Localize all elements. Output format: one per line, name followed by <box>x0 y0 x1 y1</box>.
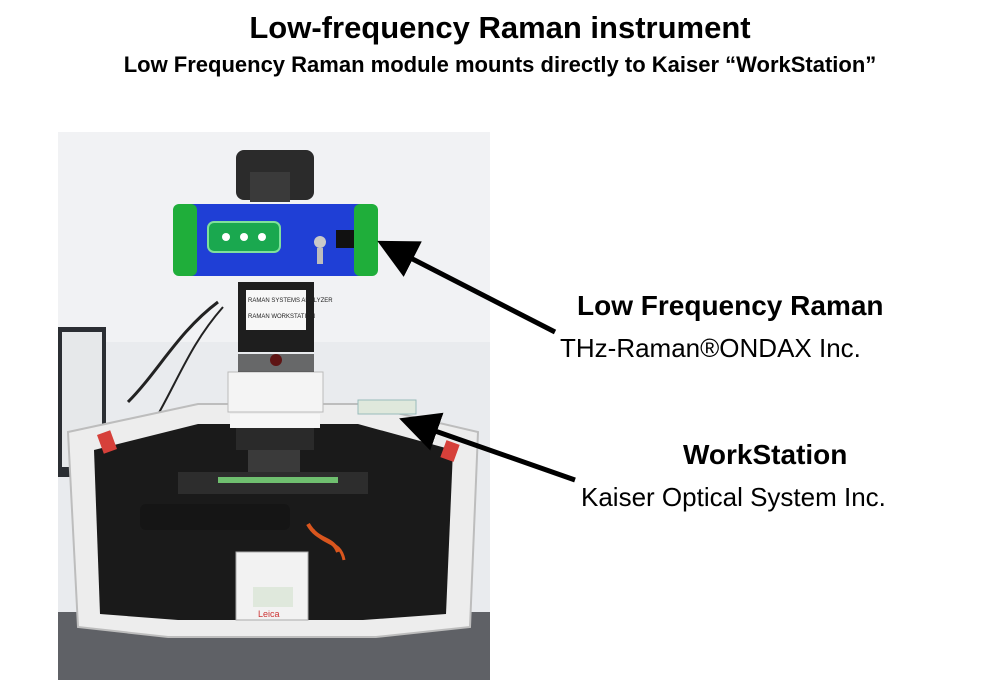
slide-subtitle: Low Frequency Raman module mounts direct… <box>123 52 877 77</box>
label-raman-detail: THz-Raman®ONDAX Inc. <box>560 333 861 363</box>
module-label-text: RAMAN WORKSTATION <box>248 314 315 320</box>
label-raman-heading: Low Frequency Raman <box>577 290 884 321</box>
instrument-photo: Leica RAMAN SYSTEMS ANALYZER RAMAN WORKS… <box>58 132 490 680</box>
brand-mark: Leica <box>258 609 280 619</box>
label-workstation-detail: Kaiser Optical System Inc. <box>581 482 886 512</box>
label-workstation-heading: WorkStation <box>683 439 848 470</box>
slide-title: Low-frequency Raman instrument <box>249 10 751 45</box>
module-panel-text: RAMAN SYSTEMS ANALYZER <box>248 298 333 304</box>
